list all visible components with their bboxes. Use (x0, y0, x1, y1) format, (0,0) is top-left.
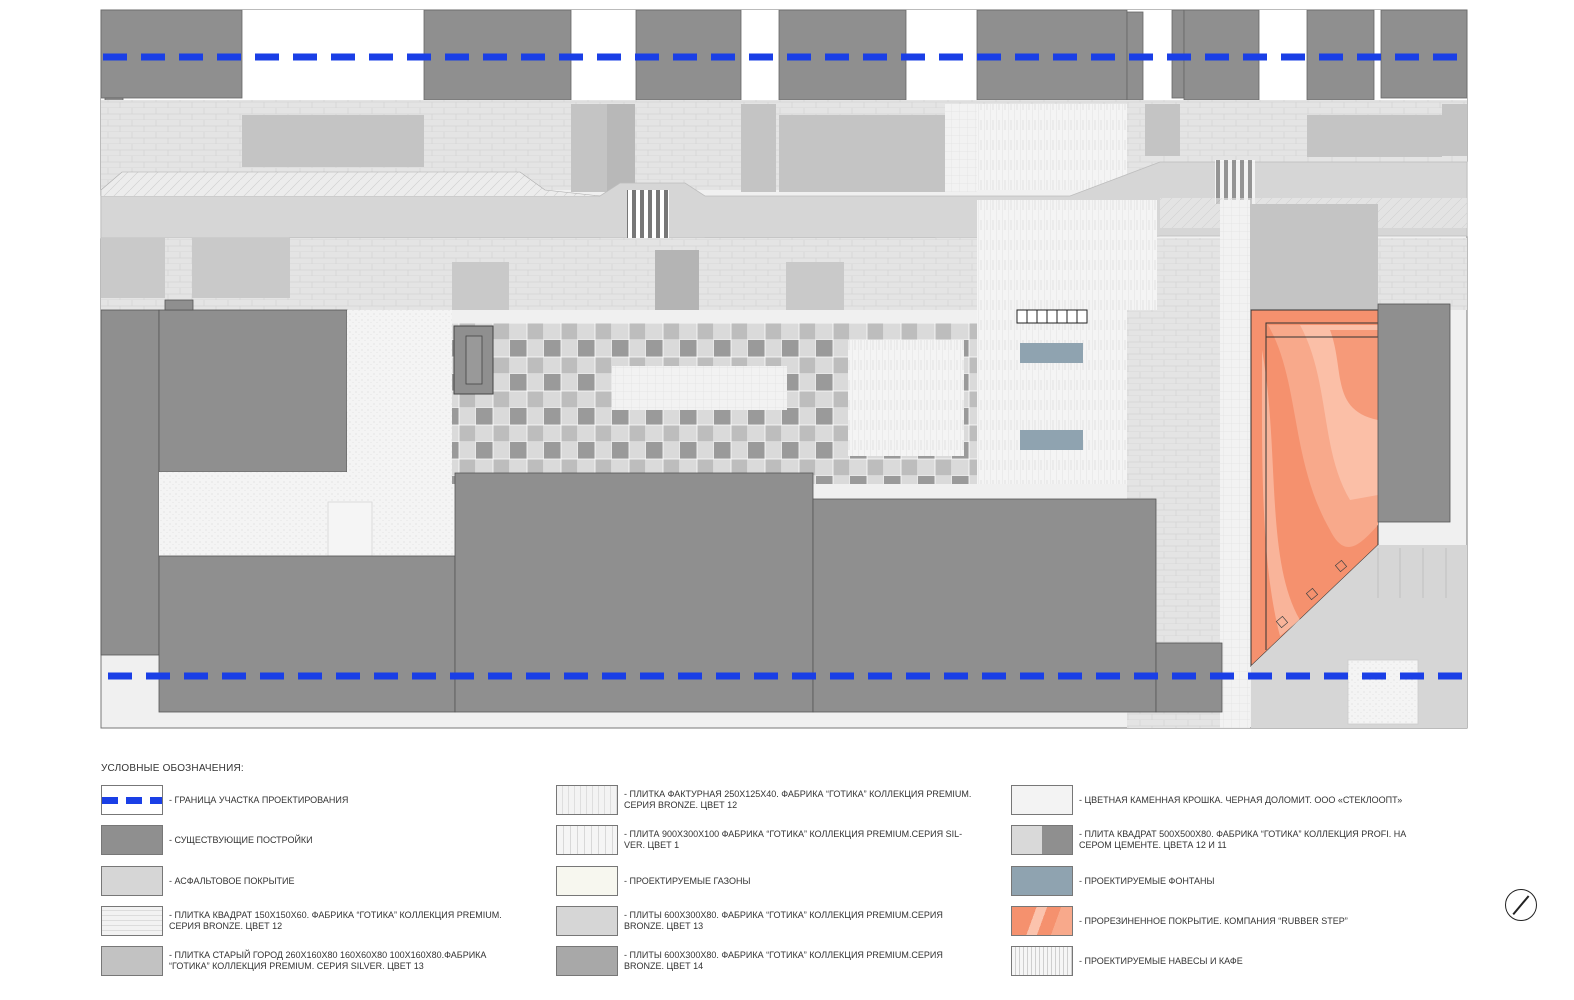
legend-item-lawn: - ПРОЕКТИРУЕМЫЕ ГАЗОНЫ (556, 866, 974, 896)
lower-strips (101, 204, 1378, 310)
road-curb-left (100, 171, 601, 197)
legend-text-slab600-13: - ПЛИТЫ 600Х300Х80. ФАБРИКА “ГОТИКА” КОЛ… (624, 910, 943, 931)
light-paving-center (977, 104, 1127, 190)
legend-item-chips: - ЦВЕТНАЯ КАМЕННАЯ КРОШКА. ЧЕРНАЯ ДОЛОМИ… (1011, 785, 1429, 815)
plaza-center (612, 366, 787, 410)
swatch-chips (1011, 785, 1073, 815)
swatch-slab500 (1011, 825, 1073, 855)
paving-dark-strips (242, 104, 1467, 192)
entrance-walk (159, 472, 455, 556)
legend-text-existing: - СУЩЕСТВУЮЩИЕ ПОСТРОЙКИ (169, 834, 313, 845)
swatch-tile150 (101, 906, 163, 936)
legend-text-fountain: - ПРОЕКТИРУЕМЫЕ ФОНТАНЫ (1079, 875, 1215, 886)
legend-text-canopy: - ПРОЕКТИРУЕМЫЕ НАВЕСЫ И КАФЕ (1079, 955, 1243, 966)
legend-item-slab500: - ПЛИТА КВАДРАТ 500Х500Х80. ФАБРИКА “ГОТ… (1011, 825, 1429, 855)
entrance-pad (327, 501, 373, 557)
legend-text-slab900: - ПЛИТА 900Х300Х100 ФАБРИКА “ГОТИКА” КОЛ… (624, 829, 963, 850)
bench-strip (1016, 309, 1088, 324)
rubber-playground (1250, 309, 1379, 668)
crosswalk-1 (627, 190, 669, 246)
legend-item-existing: - СУЩЕСТВУЮЩИЕ ПОСТРОЙКИ (101, 825, 519, 855)
legend-item-slab600-14: - ПЛИТЫ 600Х300Х80. ФАБРИКА “ГОТИКА” КОЛ… (556, 946, 974, 976)
legend-item-textured: - ПЛИТКА ФАКТУРНАЯ 250Х125Х40. ФАБРИКА “… (556, 785, 974, 815)
parking-lines (1347, 548, 1447, 725)
crosswalk-2 (1215, 160, 1255, 204)
legend-title: УСЛОВНЫЕ ОБОЗНАЧЕНИЯ: (101, 763, 244, 774)
building-right (1377, 303, 1451, 523)
legend-item-slab900: - ПЛИТА 900Х300Х100 ФАБРИКА “ГОТИКА” КОЛ… (556, 825, 974, 855)
legend-item-tile150: - ПЛИТКА КВАДРАТ 150Х150Х60. ФАБРИКА “ГО… (101, 906, 519, 936)
swatch-lawn (556, 866, 618, 896)
legend-text-chips: - ЦВЕТНАЯ КАМЕННАЯ КРОШКА. ЧЕРНАЯ ДОЛОМИ… (1079, 794, 1403, 805)
legend-text-textured: - ПЛИТКА ФАКТУРНАЯ 250Х125Х40. ФАБРИКА “… (624, 789, 972, 810)
legend-text-asphalt: - АСФАЛЬТОВОЕ ПОКРЫТИЕ (169, 875, 295, 886)
legend-text-lawn: - ПРОЕКТИРУЕМЫЕ ГАЗОНЫ (624, 875, 751, 886)
fountain-1 (1020, 343, 1083, 363)
plaza-light (848, 340, 964, 456)
swatch-textured (556, 785, 618, 815)
swatch-slab900 (556, 825, 618, 855)
legend-text-slab600-14: - ПЛИТЫ 600Х300Х80. ФАБРИКА “ГОТИКА” КОЛ… (624, 950, 943, 971)
white-walk (347, 310, 452, 472)
legend-item-rubber: - ПРОРЕЗИНЕННОЕ ПОКРЫТИЕ. КОМПАНИЯ “RUBB… (1011, 906, 1429, 936)
swatch-asphalt (101, 866, 163, 896)
swatch-existing (101, 825, 163, 855)
path-strip (1220, 200, 1250, 728)
north-arrow-icon (1505, 889, 1537, 921)
light-zone (977, 200, 1157, 310)
swatch-slab600-14 (556, 946, 618, 976)
legend-text-oldtown: - ПЛИТКА СТАРЫЙ ГОРОД 260Х160Х80 160Х60Х… (169, 950, 487, 971)
monument (465, 335, 483, 385)
swatch-rubber (1011, 906, 1073, 936)
swatch-oldtown (101, 946, 163, 976)
legend-item-asphalt: - АСФАЛЬТОВОЕ ПОКРЫТИЕ (101, 866, 519, 896)
legend-item-canopy: - ПРОЕКТИРУЕМЫЕ НАВЕСЫ И КАФЕ (1011, 946, 1429, 976)
swatch-boundary (101, 785, 163, 815)
fountain-2 (1020, 430, 1083, 450)
swatch-fountain (1011, 866, 1073, 896)
swatch-canopy (1011, 946, 1073, 976)
legend-item-slab600-13: - ПЛИТЫ 600Х300Х80. ФАБРИКА “ГОТИКА” КОЛ… (556, 906, 974, 936)
legend-item-fountain: - ПРОЕКТИРУЕМЫЕ ФОНТАНЫ (1011, 866, 1429, 896)
legend-text-tile150: - ПЛИТКА КВАДРАТ 150Х150Х60. ФАБРИКА “ГО… (169, 910, 502, 931)
legend-item-boundary: - ГРАНИЦА УЧАСТКА ПРОЕКТИРОВАНИЯ (101, 785, 519, 815)
legend-item-oldtown: - ПЛИТКА СТАРЫЙ ГОРОД 260Х160Х80 160Х60Х… (101, 946, 519, 976)
legend-text-slab500: - ПЛИТА КВАДРАТ 500Х500Х80. ФАБРИКА “ГОТ… (1079, 829, 1407, 850)
fountain-zone (977, 310, 1127, 484)
swatch-slab600-13 (556, 906, 618, 936)
legend-text-boundary: - ГРАНИЦА УЧАСТКА ПРОЕКТИРОВАНИЯ (169, 794, 349, 805)
legend-text-rubber: - ПРОРЕЗИНЕННОЕ ПОКРЫТИЕ. КОМПАНИЯ “RUBB… (1079, 915, 1348, 926)
